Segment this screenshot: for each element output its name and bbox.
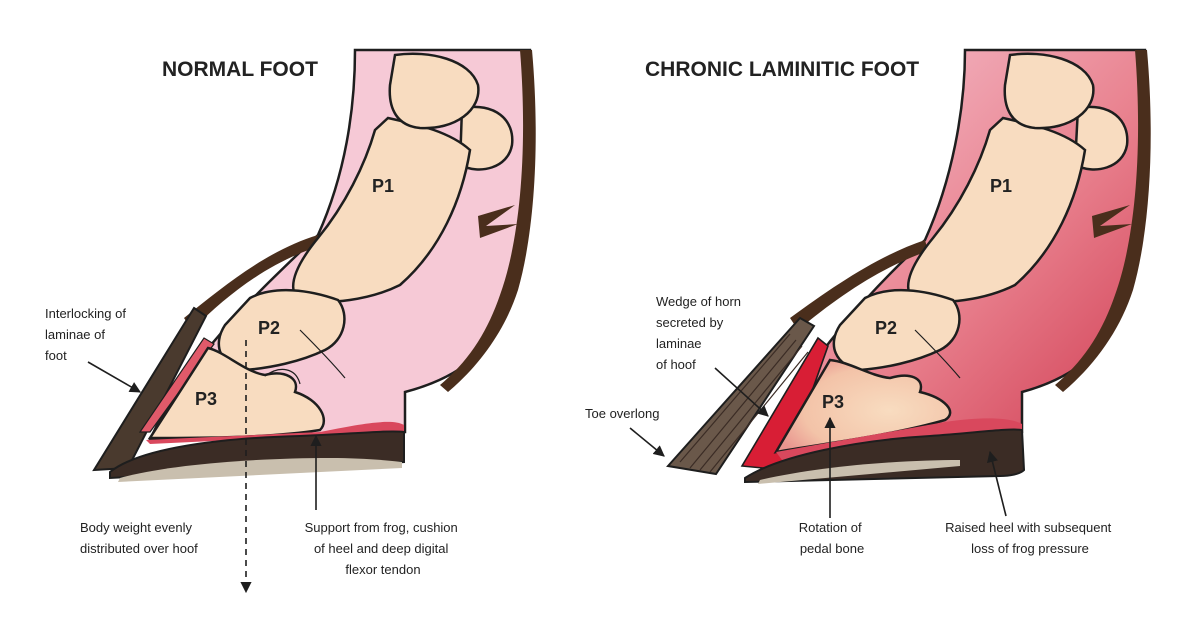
- laminitic-p1-label: P1: [990, 176, 1012, 196]
- laminitic-p1-bone: [906, 116, 1087, 304]
- normal-frog-layer: [118, 458, 402, 482]
- laminitic-wedge-arrow: [714, 367, 769, 417]
- laminitic-hoof-wall: [666, 316, 816, 476]
- normal-p1-label: P1: [372, 176, 394, 196]
- laminitic-hair-tuft: [1092, 205, 1132, 238]
- laminitic-hair-front: [790, 240, 928, 330]
- laminitic-p2-label: P2: [875, 318, 897, 338]
- normal-p3-inner-line: [264, 368, 301, 385]
- normal-laminae: [138, 337, 215, 433]
- laminitic-tendon-line: [914, 329, 961, 379]
- normal-sole-red-edge: [146, 421, 404, 444]
- laminitic-foot-panel: CHRONIC LAMINITIC FOOT P1 P2 P3 Wedge of: [585, 48, 1151, 556]
- normal-hair-tuft: [478, 205, 518, 238]
- normal-foot-panel: NORMAL FOOT P1 P2 P3 Interlocking o: [45, 48, 536, 594]
- normal-p3-label: P3: [195, 389, 217, 409]
- normal-p1-top: [388, 52, 480, 130]
- laminitic-hair-back: [1055, 50, 1151, 392]
- laminitic-toe-arrow: [629, 427, 665, 457]
- normal-p2-label: P2: [258, 318, 280, 338]
- normal-foot-title: NORMAL FOOT: [162, 58, 318, 81]
- normal-laminae-note: Interlocking of laminae of foot: [45, 306, 130, 363]
- laminitic-heel-note: Raised heel with subsequent loss of frog…: [945, 520, 1115, 556]
- normal-weight-note: Body weight evenly distributed over hoof: [80, 520, 198, 556]
- normal-tendon-line: [299, 329, 346, 379]
- laminitic-p3-label: P3: [822, 392, 844, 412]
- laminitic-heel-arrow: [987, 450, 1007, 517]
- laminitic-p2-bone: [832, 288, 961, 372]
- laminitic-frog-layer: [758, 460, 960, 484]
- laminitic-p1-top: [1003, 52, 1095, 130]
- normal-p1-bone: [291, 116, 472, 304]
- laminitic-foot-title: CHRONIC LAMINITIC FOOT: [645, 58, 919, 81]
- normal-laminae-arrow: [87, 361, 141, 393]
- laminitic-toe-note: Toe overlong: [585, 406, 659, 421]
- laminitic-rotation-note: Rotation of pedal bone: [799, 520, 866, 556]
- laminitic-sole: [744, 428, 1026, 484]
- normal-support-note: Support from frog, cushion of heel and d…: [305, 520, 462, 577]
- normal-hair-back: [440, 50, 536, 392]
- normal-hair-front: [184, 235, 320, 330]
- laminitic-navicular-bone: [1073, 105, 1129, 171]
- normal-navicular-bone: [458, 105, 514, 171]
- laminitic-toe-stripes: [679, 333, 809, 473]
- laminitic-wedge-note: Wedge of horn secreted by laminae of hoo…: [656, 294, 745, 372]
